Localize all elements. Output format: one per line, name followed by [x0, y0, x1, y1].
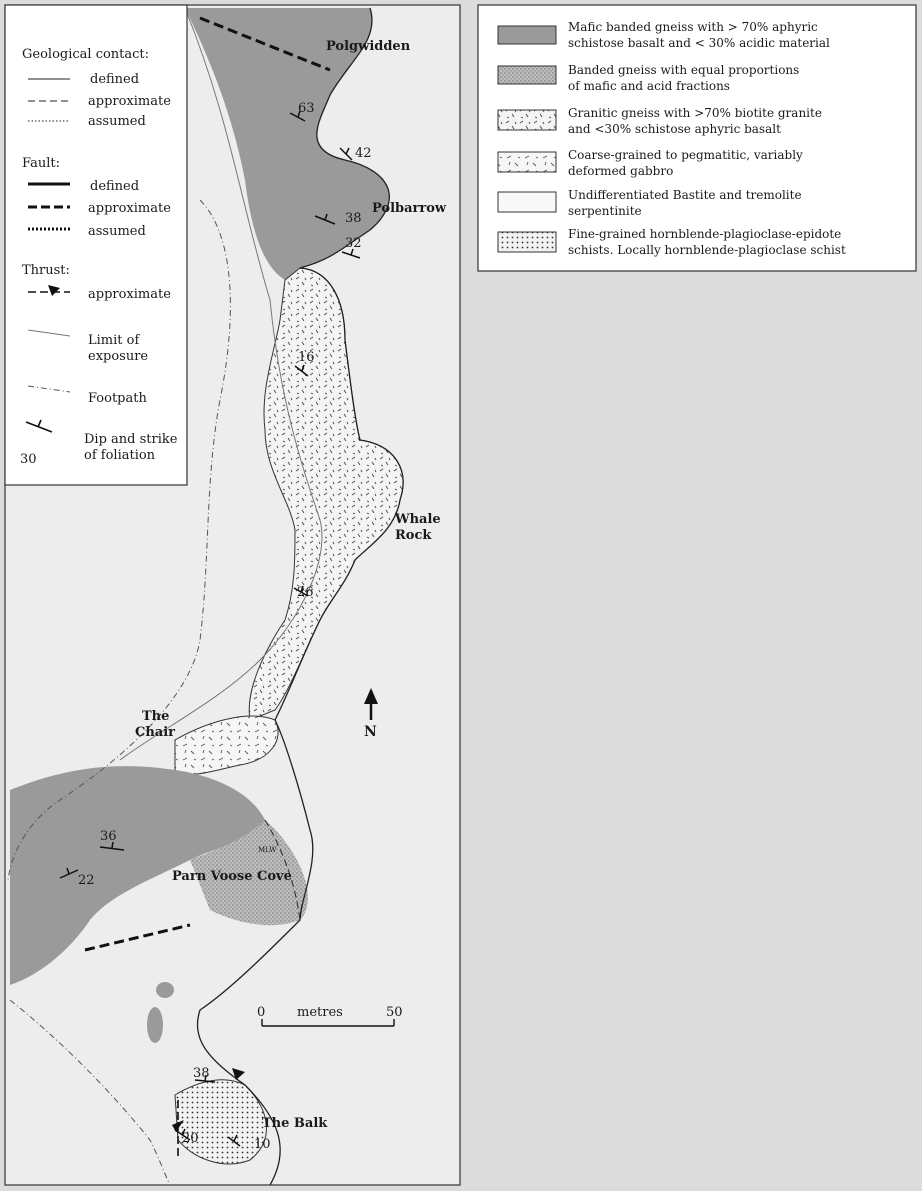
- dip-strike-symbol: [25, 421, 53, 433]
- coastline: [196, 7, 404, 1186]
- mafic-pod: [147, 1007, 163, 1043]
- legend-footpath: Footpath: [88, 391, 147, 406]
- banded-gneiss-unit: [190, 820, 308, 926]
- swatch-mafic: [497, 25, 557, 45]
- swatch-gabbro: [497, 151, 557, 173]
- limit-of-exposure-line: [119, 7, 323, 761]
- dip-38-north: 38: [345, 211, 362, 226]
- legend-serpentinite-2: serpentinite: [568, 204, 642, 218]
- dip-22: 22: [78, 873, 95, 888]
- dip-63: 63: [298, 101, 315, 116]
- dip-42: 42: [355, 146, 372, 161]
- legend-granitic-1: Granitic gneiss with >70% biotite granit…: [568, 106, 822, 120]
- limit-of-exposure-symbol: [27, 329, 71, 337]
- scale-start: 0: [257, 1005, 265, 1020]
- legend-mafic-1: Mafic banded gneiss with > 70% aphyric: [568, 20, 818, 34]
- dip-26: 26: [297, 585, 314, 600]
- legend-fault-assumed: assumed: [88, 224, 146, 239]
- swatch-serpentinite: [497, 191, 557, 213]
- legend-limit-of-exposure-2: exposure: [88, 349, 148, 364]
- legend-fault-approximate: approximate: [88, 201, 171, 216]
- legend-thrust-approximate: approximate: [88, 287, 171, 302]
- dip-20: 20: [182, 1131, 199, 1146]
- footpath-symbol: [27, 385, 71, 393]
- legend-banded-1: Banded gneiss with equal proportions: [568, 63, 799, 77]
- schist-unit: [174, 1079, 267, 1165]
- place-polgwidden: Polgwidden: [326, 39, 411, 54]
- scale-bar: [261, 1019, 395, 1027]
- legend-granitic-2: and <30% schistose aphyric basalt: [568, 122, 781, 136]
- legend-fault-defined: defined: [90, 179, 139, 194]
- place-the-chair-1: The: [142, 709, 169, 724]
- thrust-triangle: [172, 1120, 184, 1132]
- left-legend: Geological contact: defined approximate …: [4, 4, 188, 486]
- scale-end: 50: [386, 1005, 403, 1020]
- legend-thrust-title: Thrust:: [22, 263, 70, 278]
- legend-limit-of-exposure-1: Limit of: [88, 333, 140, 348]
- legend-dip-strike-1: Dip and strike: [84, 432, 178, 447]
- swatch-schist: [497, 231, 557, 253]
- scale-unit: metres: [297, 1005, 343, 1020]
- fault-south: [84, 923, 191, 952]
- place-the-chair-2: Chair: [135, 725, 175, 740]
- legend-contact-approximate: approximate: [88, 94, 171, 109]
- place-mlw: MLW: [258, 846, 277, 854]
- legend-gabbro-1: Coarse-grained to pegmatitic, variably: [568, 148, 803, 162]
- swatch-granitic: [497, 109, 557, 131]
- dip-32: 32: [345, 236, 362, 251]
- dip-16: 16: [298, 350, 315, 365]
- place-polbarrow: Polbarrow: [372, 201, 447, 216]
- thrust-triangle: [232, 1068, 245, 1080]
- dip-36: 36: [100, 829, 117, 844]
- mafic-pod: [156, 982, 174, 998]
- gabbro-unit: [174, 715, 279, 775]
- legend-dip-strike-2: of foliation: [84, 448, 156, 463]
- north-arrow: [364, 688, 378, 720]
- legend-fault-title: Fault:: [22, 156, 60, 171]
- footpath-line: [7, 199, 231, 881]
- right-legend: Mafic banded gneiss with > 70% aphyric s…: [477, 4, 917, 272]
- swatch-banded: [497, 65, 557, 85]
- legend-geological-contact-title: Geological contact:: [22, 47, 149, 62]
- legend-schist-2: schists. Locally hornblende-plagioclase …: [568, 243, 846, 257]
- legend-contact-assumed: assumed: [88, 114, 146, 129]
- thrust-triangle-symbol: [48, 285, 60, 296]
- dip-10: 10: [254, 1137, 271, 1152]
- legend-mafic-2: schistose basalt and < 30% acidic materi…: [568, 36, 830, 50]
- north-label: N: [364, 724, 377, 740]
- dip-tick-symbol: [37, 419, 42, 428]
- place-parn-voose-cove: Parn Voose Cove: [172, 869, 292, 884]
- mafic-gneiss-unit: [185, 8, 390, 280]
- legend-contact-defined: defined: [90, 72, 139, 87]
- place-whale-rock-2: Rock: [395, 528, 432, 543]
- dip-38-balk: 38: [193, 1066, 210, 1081]
- mafic-gneiss-south: [10, 766, 265, 985]
- legend-dip-value: 30: [20, 452, 37, 467]
- place-whale-rock-1: Whale: [394, 512, 441, 527]
- place-the-balk: The Balk: [262, 1116, 328, 1131]
- fault-north: [199, 16, 331, 72]
- footpath-line-south: [9, 999, 171, 1186]
- legend-banded-2: of mafic and acid fractions: [568, 79, 730, 93]
- dip-strike-marks: [59, 110, 361, 1147]
- legend-schist-1: Fine-grained hornblende-plagioclase-epid…: [568, 227, 841, 241]
- contact-approx: [264, 819, 301, 921]
- legend-serpentinite-1: Undifferentiated Bastite and tremolite: [568, 188, 802, 202]
- legend-gabbro-2: deformed gabbro: [568, 164, 673, 178]
